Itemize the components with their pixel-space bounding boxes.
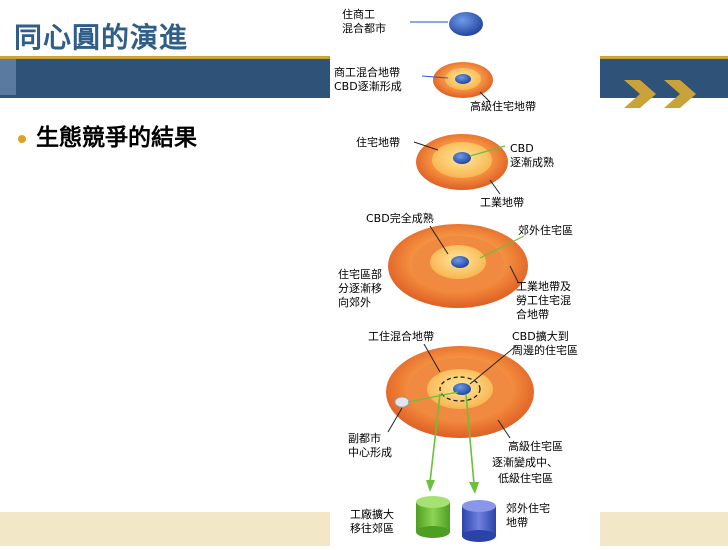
stage4-label-r: 郊外住宅區 (518, 223, 573, 237)
header-band-tab (0, 59, 16, 95)
stage5-label-c1: 副都市 (348, 431, 381, 445)
stage4-label-l1: 住宅區部 (338, 267, 382, 281)
stage4-label-r1: 工業地帶及 (516, 280, 571, 293)
factory-cylinder-icon (416, 496, 450, 538)
bottom-label-r1: 郊外住宅 (506, 501, 550, 515)
bottom-label-l2: 移往郊區 (350, 521, 394, 535)
chevron-arrows-icon (624, 80, 696, 108)
stage5-dashed-ring (439, 376, 481, 402)
stage3-label-b2: 逐漸成熟 (510, 155, 554, 169)
suburb-cylinder-icon (462, 500, 496, 542)
stage5-label-d1: 高級住宅區 (508, 439, 563, 453)
stage5-leader-d (497, 419, 511, 439)
arrow-head-factory (426, 480, 435, 492)
stage5-label-c2: 中心形成 (348, 446, 392, 459)
stage3-core (453, 152, 471, 164)
stage3-leader-a (413, 141, 439, 151)
stage4-leader-r (479, 235, 525, 259)
stage5-label-d2: 逐漸變成中、 (492, 455, 558, 469)
stage4-leader-r2 (509, 265, 519, 283)
bullet-item: 生態競爭的結果 (18, 118, 197, 152)
stage2-label-b: 高級住宅地帶 (470, 99, 536, 113)
stage4-leader-top (429, 225, 449, 255)
stage3-label-c: 工業地帶 (480, 196, 524, 209)
stage5-green-line (407, 391, 459, 403)
stage4-label-r2: 勞工住宅混 (516, 293, 571, 307)
bottom-label-r2: 地帶 (506, 516, 528, 529)
bullet-dot (18, 134, 26, 143)
stage5-sub-center (394, 396, 410, 408)
stage4-core (451, 256, 469, 268)
arrow-to-suburb (465, 393, 475, 485)
stage1-label-line2: 混合都市 (342, 21, 386, 35)
stage5-label-a: 工住混合地帶 (368, 329, 434, 343)
stage2-leader-b (479, 91, 491, 103)
bottom-label-l1: 工廠擴大 (350, 507, 394, 521)
stage5-leader-a (423, 343, 441, 373)
stage4-label-l2: 分逐漸移 (338, 282, 382, 295)
concentric-zone-diagram: 住商工 混合都市 商工混合地帶 CBD逐漸形成 高級住宅地帶 住宅地帶 CBD … (334, 7, 578, 542)
arrow-head-suburb (469, 482, 479, 494)
stage5-label-b2: 周邊的住宅區 (512, 343, 578, 357)
diagram-panel: 住商工 混合都市 商工混合地帶 CBD逐漸形成 高級住宅地帶 住宅地帶 CBD … (330, 0, 600, 546)
stage2-label-a1: 商工混合地帶 (334, 65, 400, 79)
stage4-label-r3: 合地帶 (516, 307, 549, 321)
stage4-label-top: CBD完全成熟 (366, 211, 434, 225)
stage5-label-d3: 低級住宅區 (498, 471, 553, 485)
stage5-leader-c (387, 407, 403, 433)
slide-title: 同心圓的演進 (14, 21, 189, 54)
stage3-label-a: 住宅地帶 (356, 135, 400, 149)
stage4-label-l3: 向郊外 (338, 295, 371, 309)
stage3-leader-c (489, 179, 501, 195)
stage5-core (453, 383, 471, 395)
stage1-city-core (449, 12, 483, 36)
stage1-label-line1: 住商工 (342, 7, 375, 21)
stage5-label-b1: CBD擴大到 (512, 329, 569, 343)
stage2-leader-a (421, 75, 449, 79)
stage2-label-a2: CBD逐漸形成 (334, 80, 402, 93)
arrow-to-factory (429, 393, 441, 483)
bullet-text: 生態競爭的結果 (36, 125, 197, 151)
stage5-leader-b (469, 345, 517, 385)
stage3-leader-b (469, 145, 506, 157)
stage2-core (455, 74, 471, 84)
stage3-label-b1: CBD (510, 142, 534, 155)
